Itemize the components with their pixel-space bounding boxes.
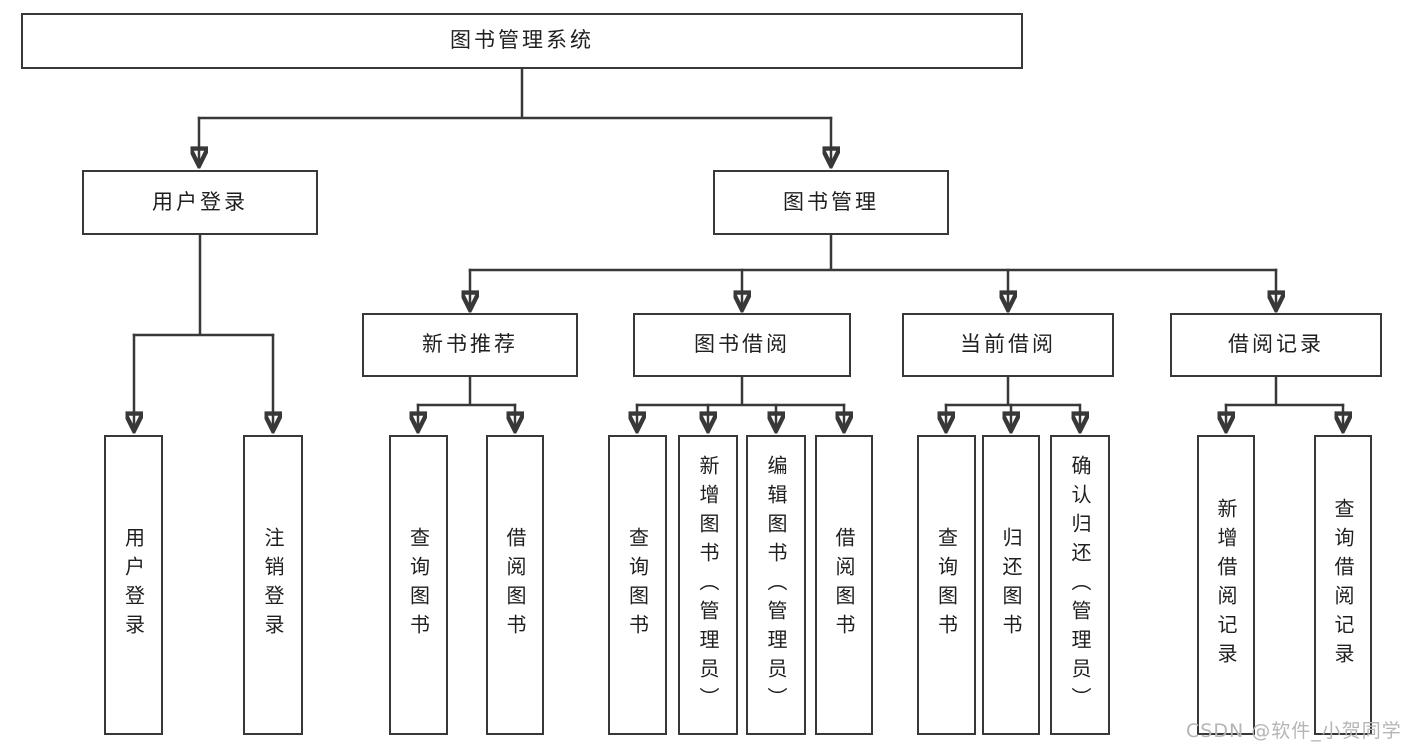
leaf-current-confirm-return-label: 确认归还（管理员）: [1068, 454, 1092, 716]
node-current-borrowing-label: 当前借阅: [960, 332, 1056, 357]
node-new-book-recommend: 新书推荐: [362, 313, 578, 377]
connector-trunk-lines: [132, 67, 1345, 407]
node-borrowing-records: 借阅记录: [1170, 313, 1382, 377]
leaf-current-return-books: 归还图书: [982, 435, 1040, 735]
leaf-borrowing-add-books-label: 新增图书（管理员）: [696, 454, 720, 716]
leaf-records-query-record-label: 查询借阅记录: [1331, 498, 1355, 672]
node-current-borrowing: 当前借阅: [902, 313, 1114, 377]
node-library-management-system-label: 图书管理系统: [450, 28, 594, 53]
leaf-records-query-record: 查询借阅记录: [1314, 435, 1372, 735]
leaf-logout-login-label: 注销登录: [261, 527, 285, 643]
leaf-borrowing-query-books-label: 查询图书: [625, 527, 650, 643]
node-book-management: 图书管理: [713, 170, 949, 235]
leaf-recommend-borrow-books-label: 借阅图书: [503, 527, 527, 643]
leaf-user-login: 用户登录: [104, 435, 163, 735]
leaf-current-query-books-label: 查询图书: [934, 527, 959, 643]
leaf-borrowing-query-books: 查询图书: [608, 435, 667, 735]
node-user-login-label: 用户登录: [152, 189, 248, 214]
leaf-current-query-books: 查询图书: [917, 435, 976, 735]
leaf-current-return-books-label: 归还图书: [999, 527, 1023, 643]
node-borrowing-records-label: 借阅记录: [1228, 332, 1324, 357]
leaf-records-add-record: 新增借阅记录: [1197, 435, 1255, 735]
leaf-borrowing-borrow-books-label: 借阅图书: [832, 527, 856, 643]
leaf-borrowing-borrow-books: 借阅图书: [815, 435, 873, 735]
leaf-borrowing-edit-books: 编辑图书（管理员）: [746, 435, 806, 735]
leaf-borrowing-edit-books-label: 编辑图书（管理员）: [764, 454, 788, 716]
node-user-login: 用户登录: [82, 170, 318, 235]
leaf-user-login-label: 用户登录: [121, 527, 146, 643]
leaf-recommend-query-books-label: 查询图书: [406, 527, 431, 643]
node-book-borrowing: 图书借阅: [633, 313, 851, 377]
node-new-book-recommend-label: 新书推荐: [422, 332, 518, 357]
node-library-management-system: 图书管理系统: [21, 13, 1023, 69]
csdn-watermark: CSDN @软件_小贺同学: [1186, 720, 1402, 742]
leaf-recommend-query-books: 查询图书: [389, 435, 448, 735]
node-book-management-label: 图书管理: [783, 189, 879, 214]
leaf-logout-login: 注销登录: [243, 435, 303, 735]
leaf-borrowing-add-books: 新增图书（管理员）: [678, 435, 738, 735]
leaf-records-add-record-label: 新增借阅记录: [1214, 498, 1238, 672]
leaf-current-confirm-return: 确认归还（管理员）: [1050, 435, 1110, 735]
node-book-borrowing-label: 图书借阅: [694, 332, 790, 357]
leaf-recommend-borrow-books: 借阅图书: [486, 435, 544, 735]
